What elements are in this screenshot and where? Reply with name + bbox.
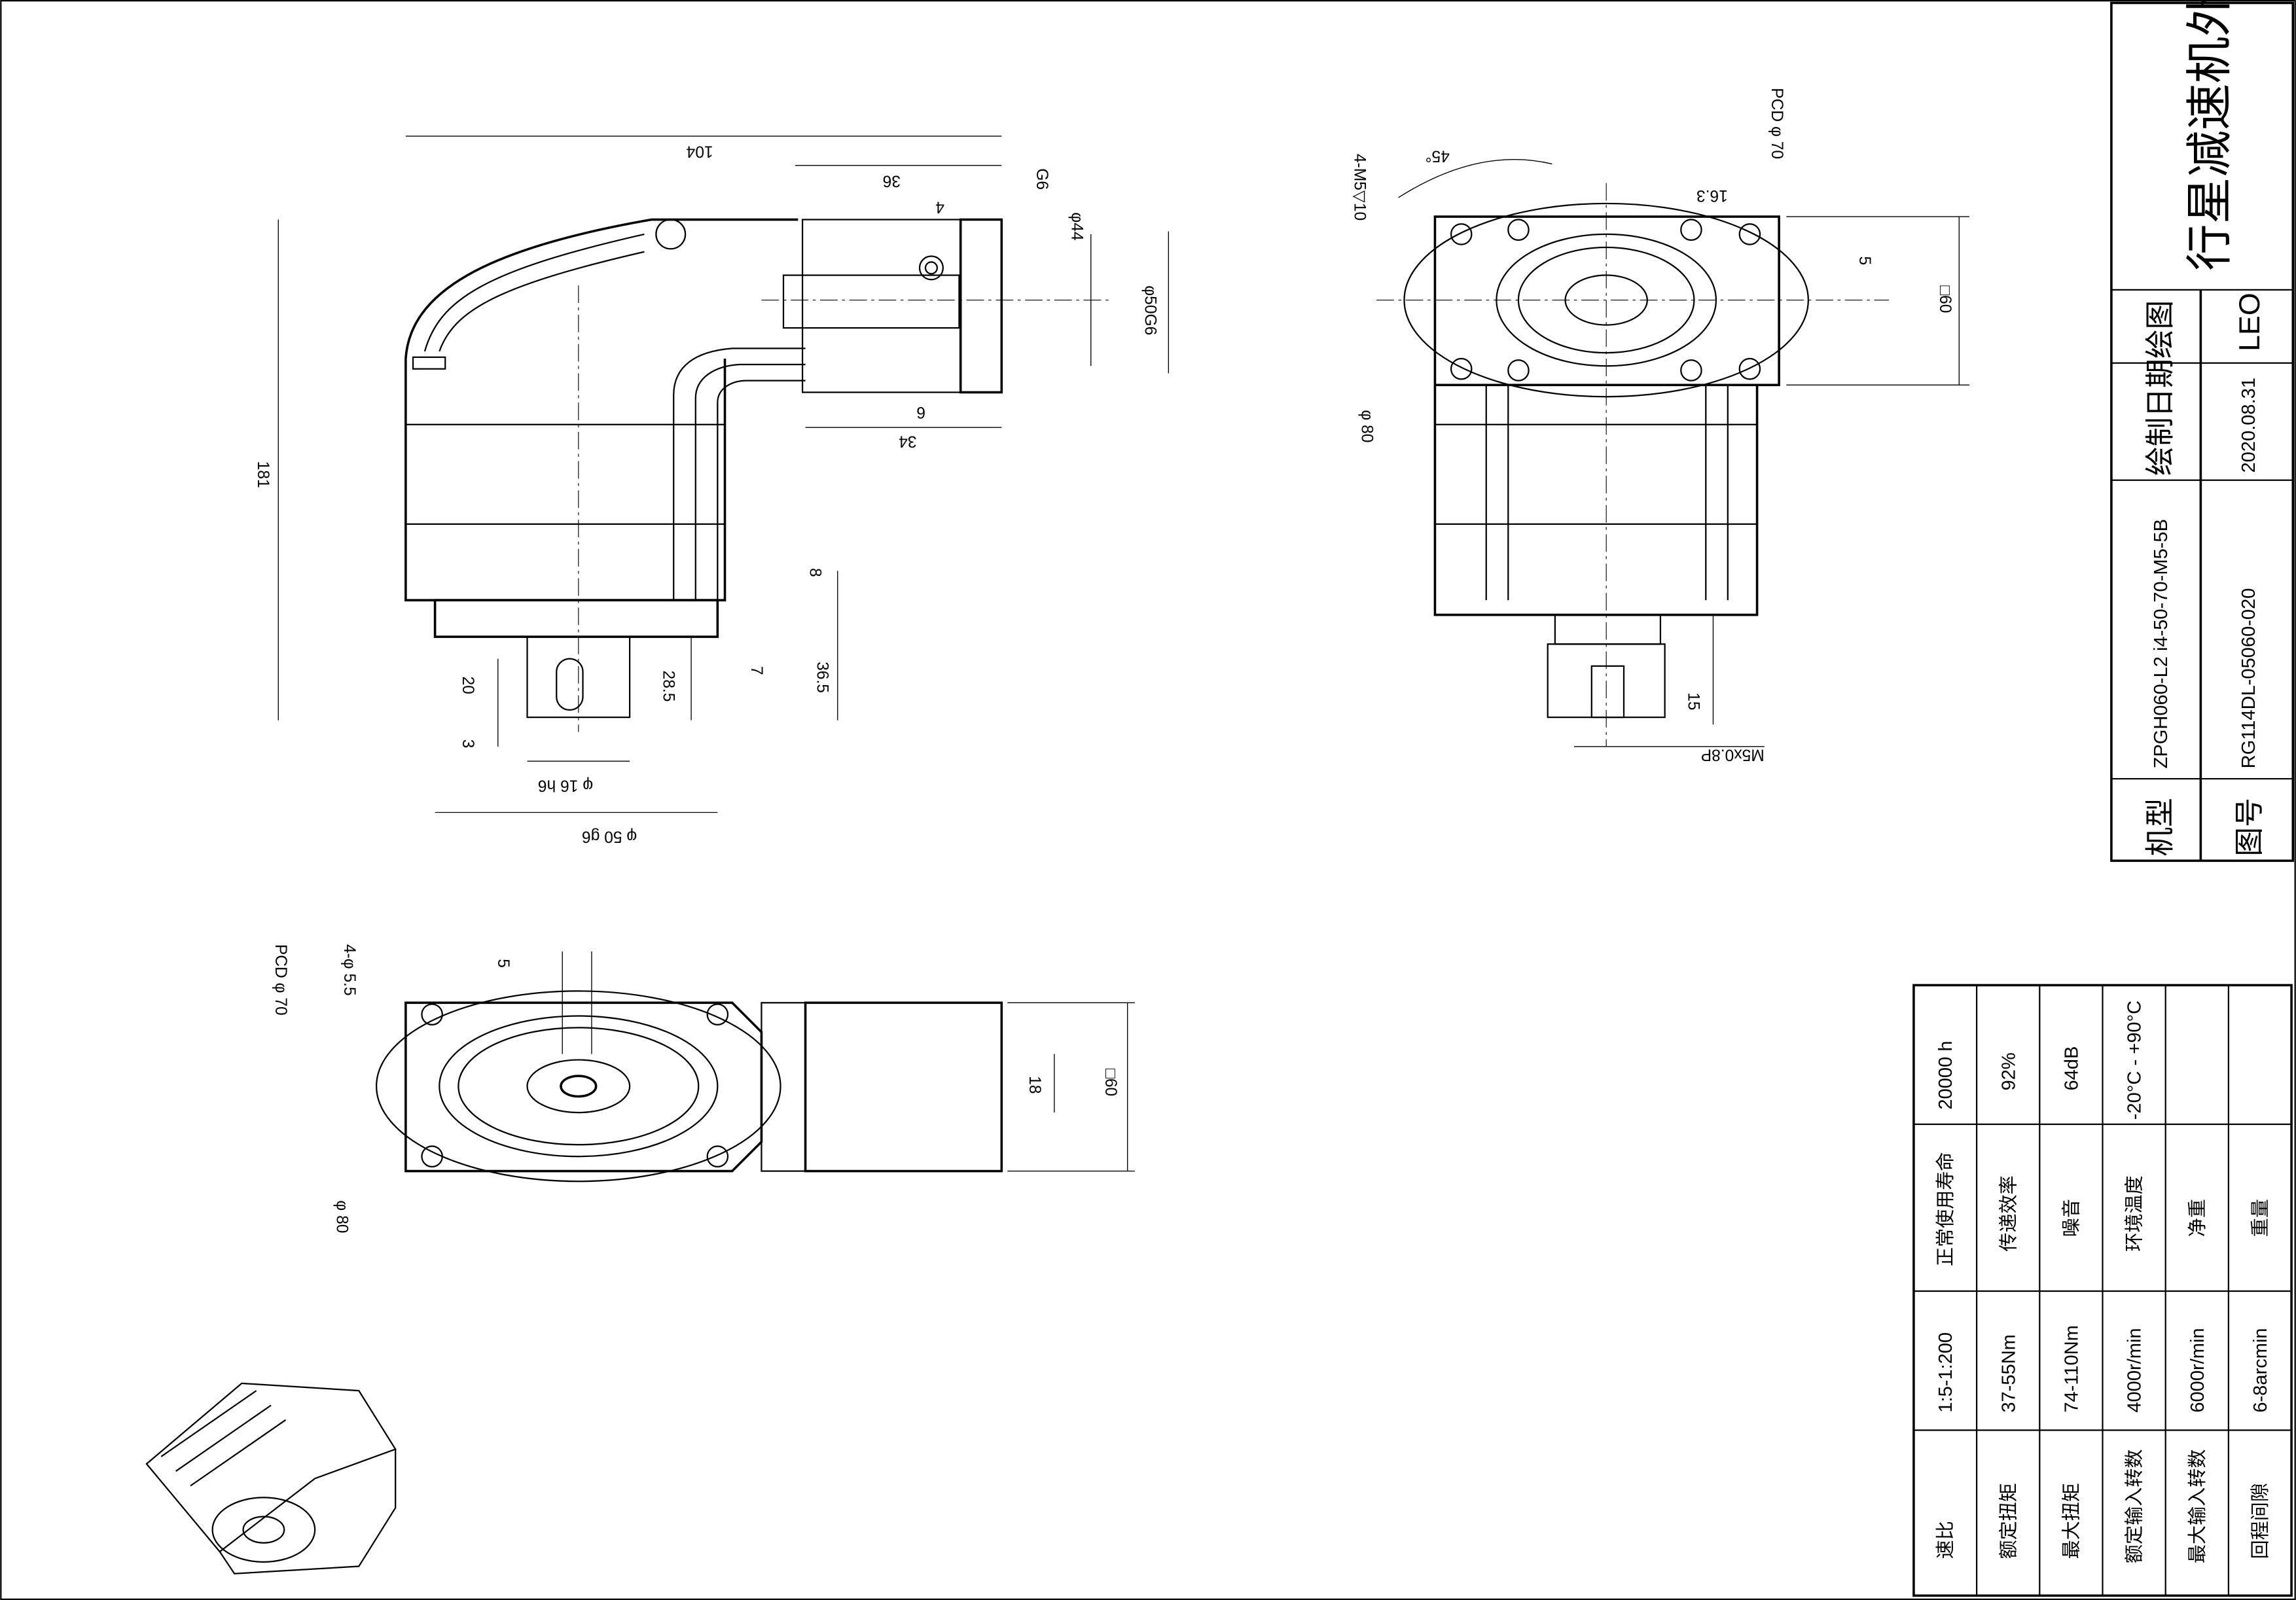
dim-6: 6 — [916, 403, 925, 421]
model-label: 机型 — [2144, 798, 2176, 856]
drawing-title: 行星减速机外形图 — [2183, 0, 2236, 271]
model-value: ZPGH060-L2 i4-50-70-M5-5B — [2151, 519, 2172, 768]
spec-table: 速比 1:5-1:200 额定扭矩 37-55Nm 最大扭矩 74-110Nm … — [1912, 984, 2293, 1597]
dim-5: 5 — [1856, 256, 1873, 265]
dim-8: 8 — [806, 568, 823, 577]
date-value: 2020.08.31 — [2238, 378, 2259, 473]
title-block: 行星减速机外形图 绘图 LEO 绘制日期 2020.08.31 ZPGH060-… — [2110, 0, 2295, 862]
spec-value: 6000r/min — [2187, 1328, 2208, 1412]
spec-value: 74-110Nm — [2061, 1325, 2082, 1413]
draw-value: LEO — [2234, 293, 2266, 351]
spec-key: 回程间隙 — [2250, 1483, 2271, 1559]
isometric-sketch — [145, 1382, 397, 1574]
spec-right-column: 正常使用寿命 20000 h 传递效率 92% 噪音 64dB 环境温度 -20… — [1935, 1001, 2271, 1266]
dim-36: 36 — [883, 171, 901, 189]
dim-20: 20 — [459, 676, 476, 694]
dim-15: 15 — [1684, 692, 1702, 710]
dim-36-5: 36.5 — [813, 662, 831, 693]
dim-pcd-70: PCD φ 70 — [1768, 88, 1785, 159]
spec-key: 最大输入转数 — [2187, 1449, 2208, 1563]
dim-5: 5 — [494, 959, 512, 968]
dim-phi50-g6: φ 50 g6 — [582, 828, 637, 845]
spec-key: 噪音 — [2060, 1199, 2082, 1237]
dim-phi44: φ44 — [1068, 212, 1086, 240]
spec-left-column: 速比 1:5-1:200 额定扭矩 37-55Nm 最大扭矩 74-110Nm … — [1935, 1325, 2271, 1563]
dim-45-deg: 45° — [1426, 147, 1450, 164]
dim-phi80: φ 80 — [333, 1200, 351, 1233]
side-view: 104 36 4 G6 φ44 φ50G6 6 34 181 8 7 36.5 … — [254, 135, 1169, 845]
spec-key: 速比 — [1935, 1521, 1956, 1559]
dim-phi80: φ 80 — [1358, 410, 1376, 442]
spec-value: 6-8arcmin — [2250, 1328, 2271, 1412]
dim-181: 181 — [254, 461, 272, 488]
dim-34: 34 — [899, 433, 916, 450]
dim-pcd-70: PCD φ 70 — [272, 944, 289, 1016]
spec-key: 重量 — [2250, 1199, 2271, 1237]
spec-key: 环境温度 — [2124, 1175, 2145, 1251]
dim-18: 18 — [1026, 1076, 1043, 1093]
flange-view: PCD φ 70 4-φ 5.5 5 18 □60 φ 80 — [272, 944, 1135, 1233]
dim-28-5: 28.5 — [660, 671, 677, 702]
dim-sq60: □60 — [1936, 285, 1954, 313]
dim-4-m5-holes: 4-M5▽10 — [1350, 154, 1368, 221]
spec-value: 4000r/min — [2125, 1328, 2145, 1412]
drawing-no-label: 图号 — [2234, 798, 2266, 856]
dim-phi16-h6: φ 16 h6 — [538, 776, 593, 794]
spec-key: 传递效率 — [1998, 1175, 2019, 1251]
spec-value: 64dB — [2061, 1046, 2082, 1091]
spec-value: -20°C - +90°C — [2125, 1001, 2145, 1120]
spec-key: 最大扭矩 — [2060, 1483, 2082, 1559]
spec-value: 92% — [1998, 1052, 2019, 1090]
dim-4: 4 — [935, 198, 944, 216]
spec-key: 正常使用寿命 — [1935, 1152, 1956, 1266]
drawing-no-value: RG114DL-05060-020 — [2238, 588, 2259, 769]
dim-phi50g6-bore: φ50G6 — [1141, 285, 1159, 335]
dim-16-3: 16.3 — [1696, 187, 1728, 204]
dim-g6: G6 — [1033, 168, 1050, 190]
dim-3: 3 — [459, 739, 476, 749]
dim-7: 7 — [747, 666, 765, 675]
dim-sq60: □60 — [1102, 1069, 1119, 1096]
spec-key: 额定扭矩 — [1998, 1483, 2019, 1559]
dim-4-phi5-5: 4-φ 5.5 — [340, 944, 358, 996]
date-label: 绘制日期 — [2144, 359, 2176, 476]
dim-104: 104 — [687, 143, 713, 160]
end-view: 4-M5▽10 45° PCD φ 70 16.3 5 □60 φ 80 15 … — [1350, 88, 1969, 763]
spec-key: 额定输入转数 — [2124, 1449, 2145, 1563]
spec-key: 净重 — [2187, 1199, 2208, 1237]
draw-label: 绘图 — [2144, 300, 2176, 359]
spec-value: 20000 h — [1935, 1040, 1956, 1109]
spec-value: 37-55Nm — [1998, 1334, 2019, 1413]
dim-m5-thread: M5x0.8P — [1701, 745, 1765, 763]
spec-value: 1:5-1:200 — [1935, 1332, 1956, 1413]
